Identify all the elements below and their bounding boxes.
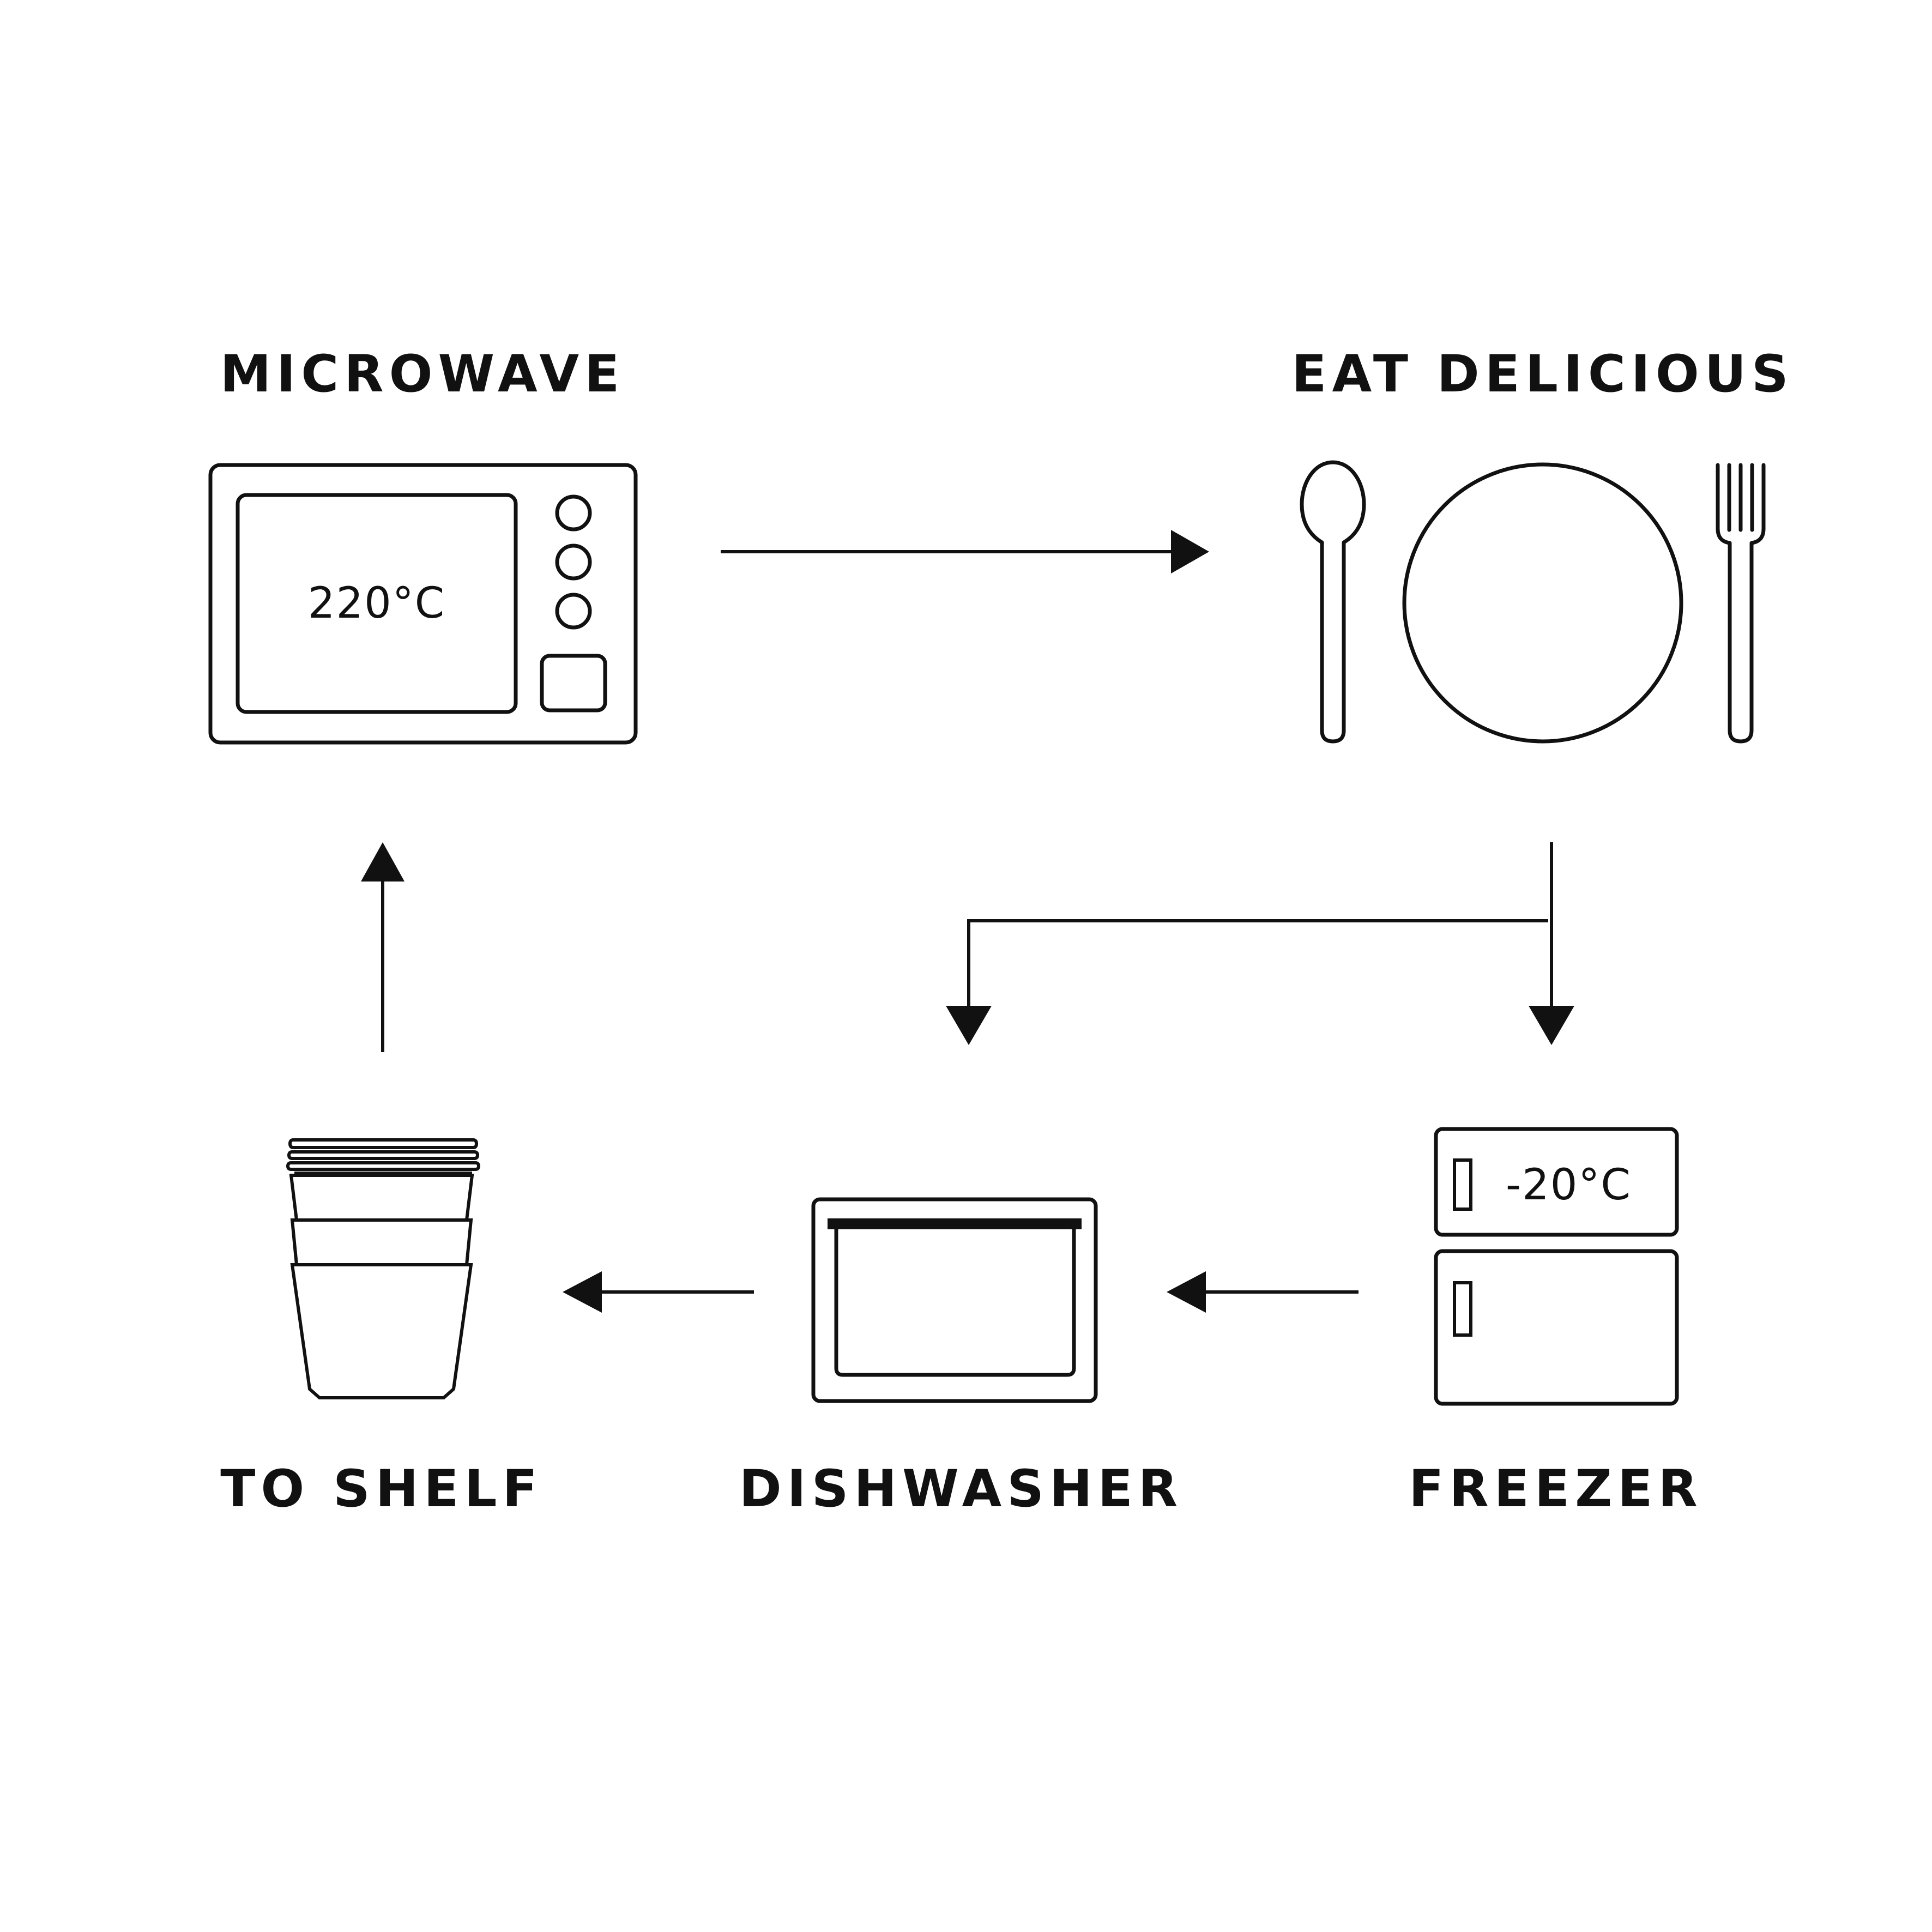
fridge-handle bbox=[1453, 1281, 1472, 1337]
microwave-button bbox=[540, 654, 607, 713]
plate-cutlery-icon bbox=[1300, 460, 1766, 744]
container-lid bbox=[288, 1138, 479, 1149]
microwave-icon: 220°C bbox=[208, 463, 638, 745]
arrowhead-down-freezer bbox=[1529, 1006, 1574, 1045]
microwave-window bbox=[236, 493, 518, 714]
container-bottom bbox=[290, 1263, 473, 1399]
dishwasher-label: DISHWASHER bbox=[739, 1459, 1184, 1519]
connector-eat-split bbox=[946, 842, 1574, 1045]
connector-shelf-to-microwave bbox=[361, 842, 404, 1052]
microwave-knob-3 bbox=[555, 593, 592, 630]
connector-freezer-to-dishwasher bbox=[1167, 1271, 1359, 1313]
container-top bbox=[289, 1174, 474, 1222]
fork-icon bbox=[1716, 463, 1766, 744]
microwave-knob-1 bbox=[555, 494, 592, 532]
arrowhead-down-dishwasher bbox=[946, 1006, 992, 1045]
to-shelf-label: TO SHELF bbox=[220, 1459, 542, 1519]
dishwasher-door bbox=[834, 1227, 1076, 1377]
dishwasher-rail bbox=[828, 1218, 1082, 1229]
freezer-handle bbox=[1453, 1158, 1472, 1211]
container-middle bbox=[290, 1218, 473, 1266]
dishwasher-icon bbox=[811, 1197, 1098, 1403]
arrowhead-left bbox=[1167, 1271, 1206, 1313]
connector-dishwasher-to-shelf bbox=[563, 1271, 754, 1313]
arrowhead-left bbox=[563, 1271, 602, 1313]
freezer-temperature: -20°C bbox=[1506, 1161, 1632, 1210]
fridge-compartment bbox=[1434, 1249, 1679, 1406]
microwave-knob-2 bbox=[555, 544, 592, 581]
connector-microwave-to-eat bbox=[721, 530, 1209, 573]
spoon-icon bbox=[1300, 460, 1366, 744]
eat-delicious-label: EAT DELICIOUS bbox=[1291, 345, 1794, 404]
arrowhead-up bbox=[361, 842, 404, 882]
arrowhead-right bbox=[1171, 530, 1209, 573]
fridge-freezer-icon: -20°C bbox=[1434, 1127, 1679, 1406]
freezer-label: FREEZER bbox=[1409, 1459, 1703, 1519]
stacked-containers-icon bbox=[286, 1138, 481, 1399]
microwave-label: MICROWAVE bbox=[220, 345, 625, 404]
freezer-compartment bbox=[1434, 1127, 1679, 1237]
microwave-temperature: 220°C bbox=[308, 579, 445, 628]
plate-icon bbox=[1402, 462, 1683, 744]
